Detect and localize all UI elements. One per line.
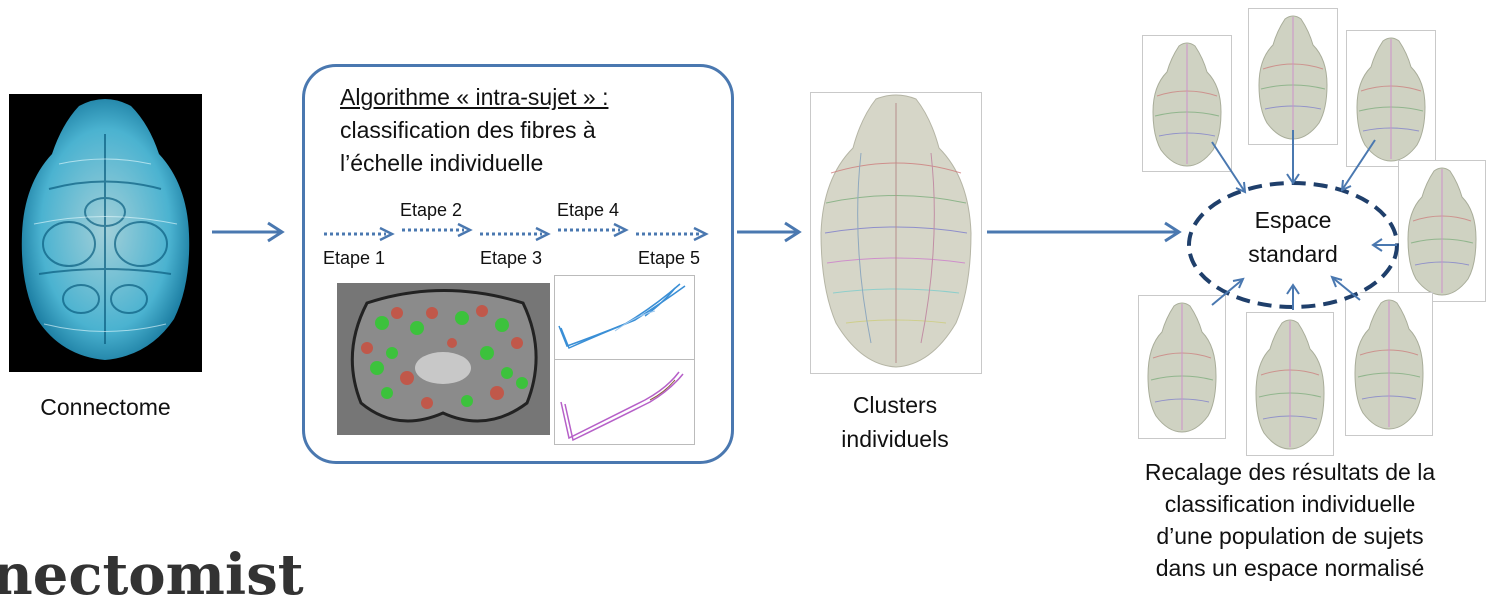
- step-5-label: Etape 5: [638, 248, 701, 268]
- subject-thumb-5: [1138, 295, 1226, 439]
- fiber-plot-bottom: [554, 359, 695, 445]
- fiber-plot-top: [554, 275, 695, 361]
- standard-space-label-line2: standard: [1248, 241, 1338, 267]
- subject-thumb-3: [1346, 30, 1436, 167]
- step-arrows: [324, 222, 709, 242]
- standard-space-label-line1: Espace: [1254, 207, 1332, 233]
- clusters-image: [810, 92, 982, 374]
- algorithm-box: [302, 64, 734, 464]
- step-2-label: Etape 2: [400, 200, 463, 220]
- recalage-caption-line1: Recalage des résultats de la: [1144, 459, 1436, 485]
- step-4-label: Etape 4: [557, 200, 620, 220]
- recalage-caption-line3: d’une population de sujets: [1156, 523, 1424, 549]
- arrow-algo-to-clusters: [737, 221, 802, 243]
- recalage-caption-line2: classification individuelle: [1164, 491, 1416, 517]
- subject-thumb-4: [1398, 160, 1486, 302]
- algorithm-subtitle-line2: l’échelle individuelle: [340, 150, 544, 176]
- arrow-clusters-to-standard: [987, 221, 1182, 243]
- standard-space-ellipse: [1187, 130, 1399, 310]
- recalage-caption-line4: dans un espace normalisé: [1155, 555, 1425, 581]
- step-1-label: Etape 1: [323, 248, 386, 268]
- clusters-caption-line1: Clusters: [852, 392, 938, 418]
- algorithm-subtitle-line1: classification des fibres à: [340, 117, 596, 143]
- connectome-image: [9, 94, 202, 372]
- subject-thumb-6: [1246, 312, 1334, 456]
- clusters-caption-line2: individuels: [841, 426, 949, 452]
- subject-thumb-7: [1345, 292, 1433, 436]
- brain-slice-image: [337, 283, 550, 435]
- arrow-connectome-to-algo: [212, 221, 285, 243]
- algorithm-title: Algorithme « intra-sujet » :: [340, 84, 609, 110]
- subject-thumb-2: [1248, 8, 1338, 145]
- step-3-label: Etape 3: [480, 248, 543, 268]
- connectome-caption: Connectome: [40, 394, 171, 420]
- bottom-title: nectomist: [0, 542, 304, 608]
